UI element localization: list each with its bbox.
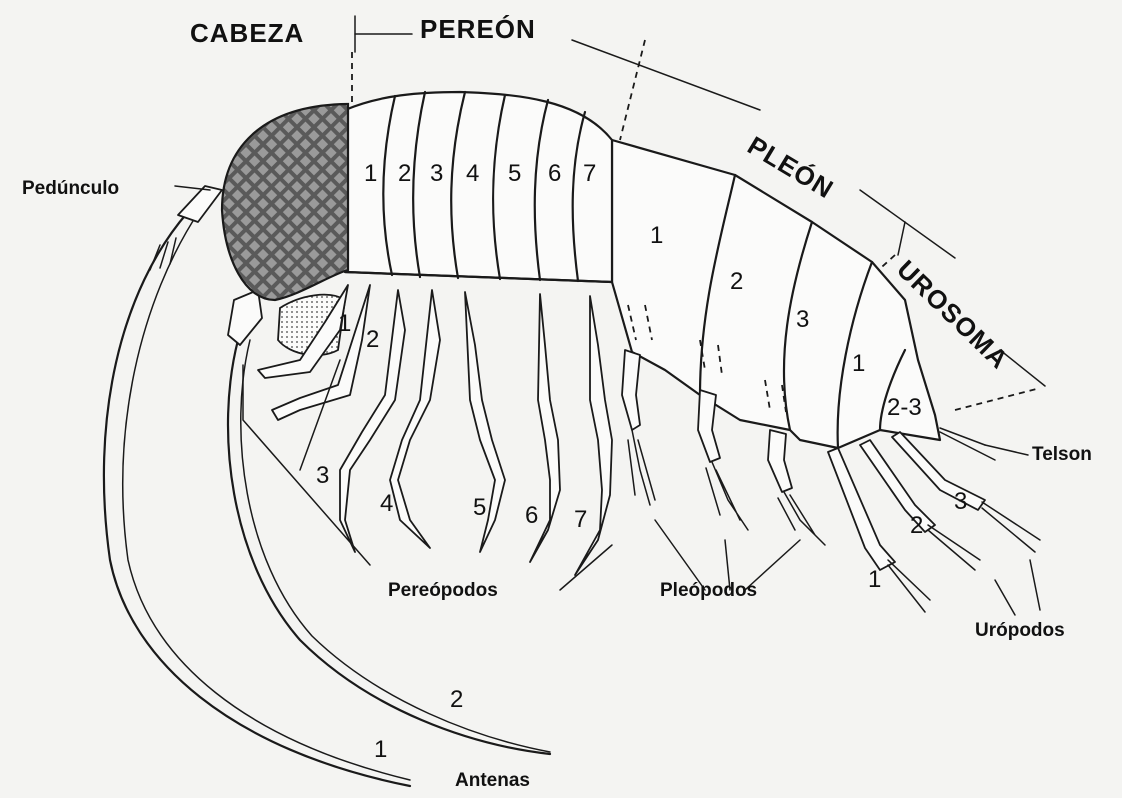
uropod-number: 2 xyxy=(910,512,923,540)
label-telson: Telson xyxy=(1032,444,1092,466)
pereiopod-number: 7 xyxy=(574,506,587,534)
gnathopod-number: 1 xyxy=(338,310,351,338)
pereiopods xyxy=(340,290,612,575)
label-pereiopods: Pereópodos xyxy=(388,580,498,602)
peduncle xyxy=(178,186,222,222)
pereiopod-number: 6 xyxy=(525,502,538,530)
pereon-segment-number: 5 xyxy=(508,160,521,188)
pereiopod-number: 3 xyxy=(316,462,329,490)
compound-eye xyxy=(222,104,348,300)
pereon-segment-number: 4 xyxy=(466,160,479,188)
antenna-number: 1 xyxy=(374,736,387,764)
label-antennae: Antenas xyxy=(455,770,530,792)
gnathopod-number: 2 xyxy=(366,326,379,354)
section-label-cabeza: CABEZA xyxy=(190,18,304,49)
pereiopod-number: 4 xyxy=(380,490,393,518)
uropods xyxy=(828,428,1040,612)
antenna2-base xyxy=(228,290,262,345)
pleon-segment-number: 3 xyxy=(796,306,809,334)
pleon-segment-number: 1 xyxy=(650,222,663,250)
urosome-segment-number: 1 xyxy=(852,350,865,378)
pereon-segment-number: 3 xyxy=(430,160,443,188)
uropod-number: 1 xyxy=(868,566,881,594)
pereon-segment-number: 2 xyxy=(398,160,411,188)
uropod-number: 3 xyxy=(954,488,967,516)
label-pleopods: Pleópodos xyxy=(660,580,757,602)
antenna-number: 2 xyxy=(450,686,463,714)
section-label-pereon: PEREÓN xyxy=(420,14,536,45)
urosome-segment-number: 2-3 xyxy=(887,394,922,422)
label-uropods: Urópodos xyxy=(975,620,1065,642)
pleon-segment-number: 2 xyxy=(730,268,743,296)
pereon-segment-number: 1 xyxy=(364,160,377,188)
pereon-segment-number: 7 xyxy=(583,160,596,188)
pereon-segment-number: 6 xyxy=(548,160,561,188)
label-peduncle: Pedúnculo xyxy=(22,178,119,200)
pereiopod-number: 5 xyxy=(473,494,486,522)
